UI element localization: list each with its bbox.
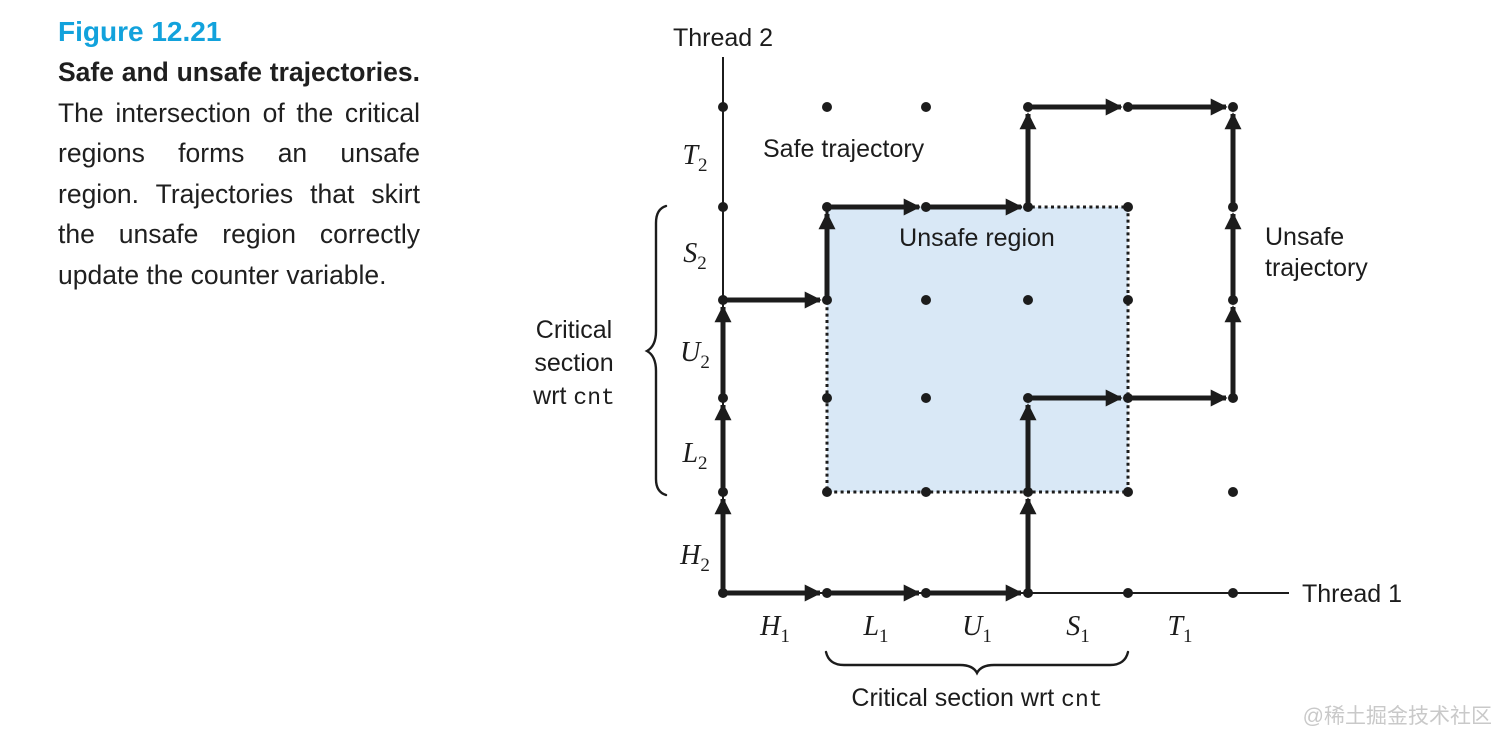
y-axis-title: Thread 2 xyxy=(673,24,773,52)
figure-caption: Figure 12.21 Safe and unsafe trajectorie… xyxy=(58,12,420,295)
y-axis-tick-labels: H2 L2 U2 S2 T2 xyxy=(679,140,710,576)
unsafe-trajectory xyxy=(723,112,1242,602)
critical-section-left-label: Critical section wrt cnt xyxy=(532,316,615,411)
x-tick-S1: S1 xyxy=(1066,611,1090,647)
y-tick-T2: T2 xyxy=(682,140,707,176)
site-watermark: @稀土掘金技术社区 xyxy=(1302,705,1492,728)
y-tick-L2: L2 xyxy=(681,438,707,474)
critical-section-bottom-label: Critical section wrt cnt xyxy=(851,684,1102,713)
safe-trajectory xyxy=(714,98,1228,593)
unsafe-region xyxy=(825,205,1130,494)
unsafe-region-label: Unsafe region xyxy=(899,224,1055,252)
x-tick-T1: T1 xyxy=(1167,611,1192,647)
y-tick-S2: S2 xyxy=(683,238,707,274)
critical-left-line3: wrt cnt xyxy=(532,382,615,411)
figure-number: Figure 12.21 xyxy=(58,16,222,47)
x-tick-L1: L1 xyxy=(862,611,888,647)
cnt-code: cnt xyxy=(573,385,614,411)
left-brace xyxy=(644,204,668,497)
critical-left-line2: section xyxy=(534,349,613,377)
unsafe-trajectory-label-line2: trajectory xyxy=(1265,254,1368,282)
caption-bold-title: Safe and unsafe trajectories. xyxy=(58,57,420,87)
safe-trajectory-label: Safe trajectory xyxy=(763,135,925,163)
caption-body: The intersection of the critical regions… xyxy=(58,97,420,290)
bottom-brace xyxy=(824,650,1130,676)
cnt-code: cnt xyxy=(1061,687,1102,713)
x-tick-U1: U1 xyxy=(962,611,992,647)
x-tick-H1: H1 xyxy=(759,611,790,647)
x-axis-title: Thread 1 xyxy=(1302,580,1402,608)
critical-left-line1: Critical xyxy=(536,316,612,344)
y-tick-U2: U2 xyxy=(680,337,710,373)
figure-caption-text: Safe and unsafe trajectories. The inters… xyxy=(58,52,420,295)
critical-section-braces xyxy=(644,204,1130,676)
x-axis-tick-labels: H1 L1 U1 S1 T1 xyxy=(759,611,1192,647)
y-tick-H2: H2 xyxy=(679,540,710,576)
unsafe-trajectory-label-line1: Unsafe xyxy=(1265,223,1344,251)
